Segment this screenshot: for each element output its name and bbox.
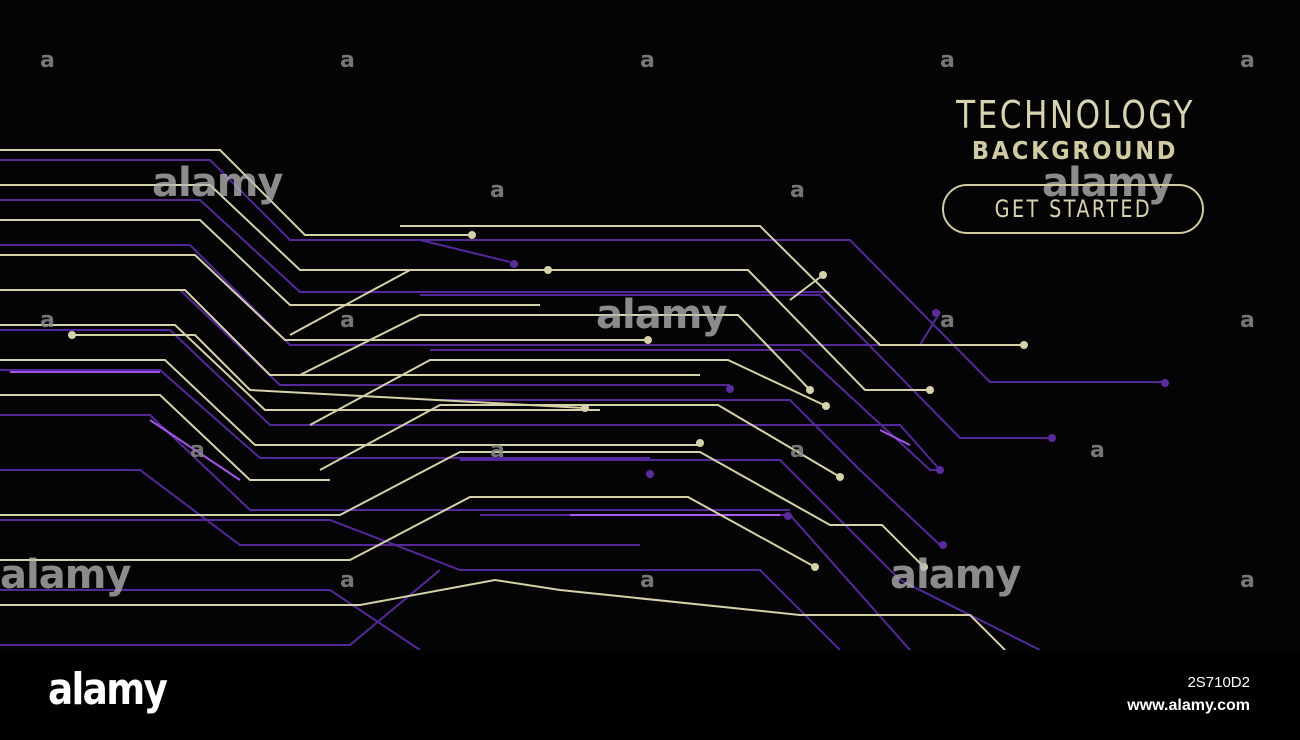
banner-artwork: a a a a a a a a a a a a a a a a a a alam… <box>0 48 1255 650</box>
watermark-mark: a <box>1240 568 1255 593</box>
watermark-logo: alamy <box>1042 160 1173 206</box>
headline-title: TECHNOLOGY <box>956 93 1195 137</box>
watermark-logo: alamy <box>890 552 1021 598</box>
headline-block: TECHNOLOGY BACKGROUND <box>930 92 1220 166</box>
watermark-logo: alamy <box>152 160 283 206</box>
watermark-mark: a <box>1090 438 1105 463</box>
alamy-logo: alamy <box>48 664 168 715</box>
watermark-mark: a <box>190 438 205 463</box>
watermark-mark: a <box>340 48 355 73</box>
site-url-link[interactable]: www.alamy.com <box>1127 697 1250 714</box>
watermark-mark: a <box>790 438 805 463</box>
watermark-mark: a <box>490 438 505 463</box>
watermark-mark: a <box>40 48 55 73</box>
headline-subtitle: BACKGROUND <box>971 136 1179 165</box>
circuit-lines-graphic <box>0 149 1169 650</box>
watermark-mark: a <box>40 308 55 333</box>
watermark-mark: a <box>340 308 355 333</box>
watermark-logo: alamy <box>0 552 131 598</box>
watermark-mark: a <box>340 568 355 593</box>
stock-footer <box>0 650 1300 740</box>
watermark-mark: a <box>940 48 955 73</box>
watermark-mark: a <box>790 178 805 203</box>
watermark-mark: a <box>1240 308 1255 333</box>
watermark-mark: a <box>1240 48 1255 73</box>
watermark-mark: a <box>940 308 955 333</box>
watermark-mark: a <box>490 178 505 203</box>
image-id-text: 2S710D2 <box>1187 674 1250 691</box>
watermark-logo: alamy <box>596 292 727 338</box>
get-started-label: GET STARTED <box>994 195 1152 223</box>
watermark-mark: a <box>640 568 655 593</box>
watermark-mark: a <box>640 48 655 73</box>
get-started-button[interactable]: GET STARTED <box>942 184 1204 234</box>
